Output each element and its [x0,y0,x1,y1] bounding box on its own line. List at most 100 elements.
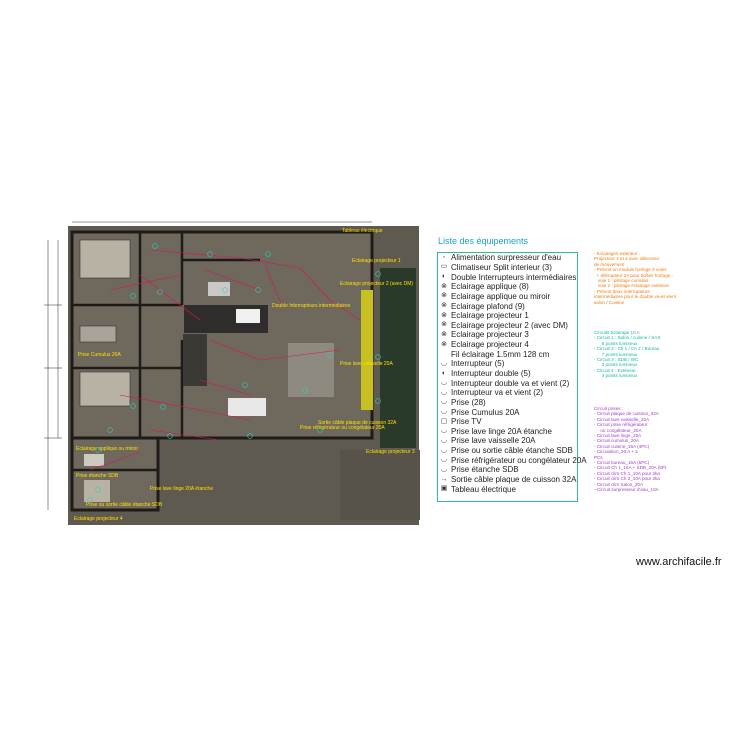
spotlight-icon: ⊗ [441,321,447,329]
legend-item: ⊗Eclairage applique (8) [438,282,577,292]
ceiling-light-icon: ⊗ [441,302,447,310]
legend-item: Fil éclairage 1.5mm 128 cm [438,349,577,359]
note-line: 4 points lumineux [594,373,638,379]
legend-item-label: Prise lave vaisselle 20A [451,436,536,446]
note-line: - Circuit 3 : SDB / WC [594,357,639,363]
sink-unit [236,309,260,323]
exterior-lighting-notes: - Eclairages extérieur :Projecteur 2 et … [594,251,704,305]
interior-walls [72,232,372,472]
wire-segment [259,349,341,361]
fixture-icon [265,251,271,257]
note-line: - Circulation_20 A + 2 [594,449,638,455]
legend-item: ▣Tableau électrique [438,484,577,494]
wire-segment [209,339,261,361]
legend-item-label: Climatiseur Split interieur (3) [451,262,552,272]
shower [84,480,110,502]
wire-segment [204,269,261,291]
legend-item-label: Prise Cumulus 20A [451,407,520,417]
switch-icon: ◡ [440,359,448,367]
plan-label: Double Interrupteurs intermédiaires [272,303,351,309]
legend-item: ◡Interrupteur double va et vient (2) [438,378,577,388]
fixture-icon [157,289,163,295]
cable-outlet-icon: → [440,475,448,483]
legend-item: ◡Prise ou sortie câble étanche SDB [438,446,577,456]
fixture-icon [130,293,136,299]
air-conditioner-icon: ▭ [440,263,448,271]
fixture-icon [95,487,101,493]
double-switch-icon: ◐ [441,369,447,377]
plan-label: Eclairage projecteur 1 [352,258,401,264]
socket-icon: ◡ [440,398,448,406]
note-line: PCs [594,454,603,460]
socket-circuits-notes: Circuit prises :- Circuit plaque de cuis… [594,406,704,493]
wire-segment [139,274,201,321]
note-line: voie 1 : pilotage cumulus [594,278,649,284]
legend-item-label: Prise ou sortie câble étanche SDB [451,446,573,456]
plan-label: Sortie câble plaque de cuisson 32A [318,420,397,426]
wire-segment [109,274,181,291]
plan-label: Prise Cumulus 20A [78,352,121,358]
note-line: intermédiaires pour le double va-et-vien… [594,294,676,300]
fixture-icon [87,497,93,503]
note-line: - Circuit clim Salon_20A [594,481,644,487]
legend-item: ◦Alimentation surpresseur d'eau [438,253,577,263]
legend-item: ◡Prise Cumulus 20A [438,407,577,417]
wire-segment [299,267,331,301]
note-line: - Circuit clim Ch 1_10A pour 2ka [594,470,660,476]
legend-item-label: Eclairage projecteur 4 [451,340,529,350]
equipment-legend: ◦Alimentation surpresseur d'eau▭Climatis… [437,252,587,502]
bed-2 [79,371,131,407]
plan-label: Tableau électrique [342,228,383,234]
terrace-yellow [361,290,373,410]
note-line: salon / Cuisine [594,299,625,305]
legend-item: ⊗ Eclairage plafond (9) [438,301,577,311]
spotlight-icon: ⊗ [441,340,447,348]
fixture-icon [160,404,166,410]
legend-item-label: Sortie câble plaque de cuisson 32A [451,475,577,485]
plan-label: Prise étanche SDB [76,473,119,479]
sink-unit-2 [208,282,230,296]
note-line: - Circuit 1 : Salon / cuisine / SAS [594,335,661,341]
legend-item-label: Prise (28) [451,397,486,407]
legend-item-label: Eclairage plafond (9) [451,301,525,311]
note-line: - Circuit cuisine_16A (4PC) [594,443,650,449]
fixtures [87,243,381,503]
note-line: - Eclairages extérieur : [594,251,640,256]
plan-label: Prise ou sortie câble étanche SDB [86,502,163,508]
legend-item-label: Double Interrupteurs intermédiaires [451,272,577,282]
legend-item-label: Alimentation surpresseur d'eau [451,253,562,263]
legend-item-label: Eclairage projecteur 1 [451,311,529,321]
socket-icon: ◡ [440,465,448,473]
legend-item-label: Eclairage projecteur 2 (avec DM) [451,320,568,330]
legend-item: ⊗ Eclairage projecteur 2 (avec DM) [438,320,577,330]
two-way-switch-icon: ◡ [440,388,448,396]
note-line: 6 points lumineux [594,340,638,346]
fixture-icon [95,447,101,453]
bed-1 [79,239,131,279]
note-line: Projecteur 2 et 4 avec détecteur [594,256,660,262]
wire-segment [329,299,361,321]
legend-item-label: Eclairage applique ou miroir [451,291,551,301]
fixture-icon [247,433,253,439]
legend-item-label: Prise TV [451,417,482,427]
legend-item-label: Eclairage applique (8) [451,282,529,292]
fixture-icon [222,287,228,293]
note-line: + télérupteur 2A pour boîtier horloge : [594,272,673,278]
note-line: - Prévoir un module horloge 3 voies [594,267,667,273]
fixture-icon [207,251,213,257]
wire-segment [119,394,201,411]
plan-label: Eclairage applique ou miroir [76,446,138,452]
legend-item: ◡Prise étanche SDB [438,465,577,475]
legend-item: ⊗Eclairage projecteur 3 [438,330,577,340]
legend-item: ⊗Eclairage applique ou miroir [438,292,577,302]
plan-label: Eclairage projecteur 4 [74,516,123,522]
double-switch-icon: ◐ [441,273,447,281]
note-line: - Circuit clim Ch 2_10A pour 2ka [594,476,660,482]
wardrobe [79,325,117,343]
note-line: - Prévoir deux interrupteurs [594,288,650,294]
legend-item: ◐ Interrupteur double (5) [438,369,577,379]
socket-icon: ◡ [440,408,448,416]
socket-icon: ◡ [440,456,448,464]
legend-item-label: Interrupteur double (5) [451,369,531,378]
